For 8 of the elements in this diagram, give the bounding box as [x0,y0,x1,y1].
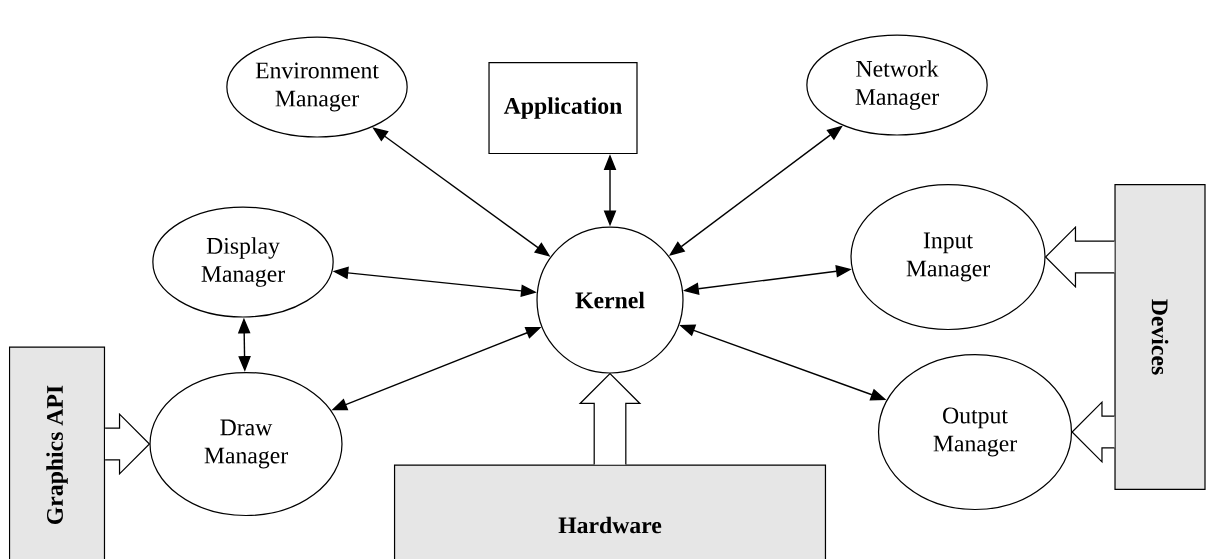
application-box: Application [488,61,638,155]
block-arrow [1071,400,1115,464]
block-arrow [104,412,151,476]
graphics-api-box: Graphics API [8,346,106,559]
devices-box: Devices [1114,183,1206,491]
block-arrow [578,372,642,465]
hardware-box: Hardware [393,464,827,559]
block-arrow [1044,225,1115,289]
